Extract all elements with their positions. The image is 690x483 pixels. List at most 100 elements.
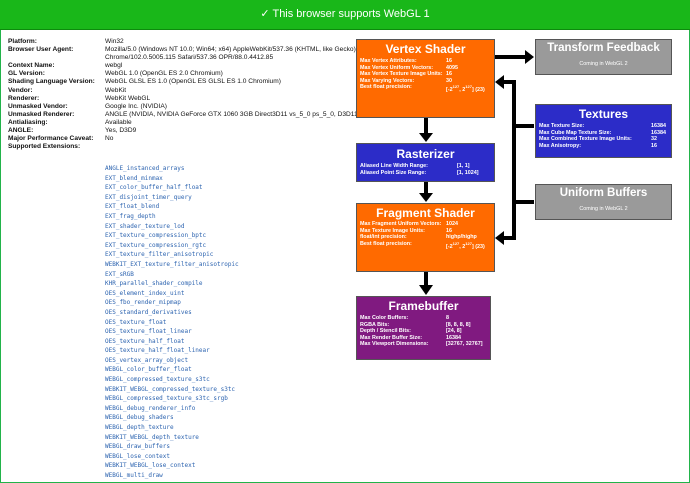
arrowhead-fragment <box>419 193 433 202</box>
extension-item: WEBGL_debug_renderer_info <box>105 404 196 412</box>
info-row: Context Name:webgl <box>8 62 360 70</box>
precision-part: , 2 <box>459 243 466 250</box>
extension-item: OES_texture_float_linear <box>105 328 192 336</box>
info-row: Unmasked Renderer:ANGLE (NVIDIA, NVIDIA … <box>8 111 360 119</box>
framebuffer-stat-row: Max Color Buffers:8 <box>360 315 487 322</box>
stat-value: [8, 8, 8, 8] <box>446 321 471 328</box>
info-row: Shading Language Version:WebGL GLSL ES 1… <box>8 78 360 86</box>
arrowhead-fragment-side <box>495 231 504 245</box>
info-label: ANGLE: <box>8 127 34 135</box>
precision-part: 127 <box>452 84 460 90</box>
framebuffer-stat-row: Depth / Stencil Bits: [24, 8] <box>360 328 487 335</box>
stat-value: [24, 8] <box>446 328 462 335</box>
info-label: GL Version: <box>8 70 45 78</box>
info-label: Vendor: <box>8 86 33 94</box>
info-row: GL Version: WebGL 1.0 (OpenGL ES 2.0 Chro… <box>8 70 360 78</box>
info-label: Context Name: <box>8 62 55 70</box>
info-value: WebGL GLSL ES 1.0 (OpenGL ES GLSL ES 1.0… <box>105 78 281 86</box>
stat-label: RGBA Bits: <box>360 321 390 328</box>
extension-item: WEBGL_compressed_texture_s3tc <box>105 376 210 384</box>
arrowhead-rasterizer <box>419 133 433 142</box>
stat-label: Max Texture Size: <box>539 123 585 129</box>
precision-part: 127 <box>452 240 460 246</box>
extension-item: EXT_texture_compression_rgtc <box>105 241 207 249</box>
framebuffer-title: Framebuffer <box>388 299 459 313</box>
stat-label: Best float precision: <box>360 84 412 91</box>
info-row: Supported Extensions: <box>8 143 360 151</box>
vertex-shader-title: Vertex Shader <box>385 42 466 56</box>
info-label: Browser User Agent: <box>8 46 74 54</box>
extension-item: WEBGL_depth_texture <box>105 424 174 432</box>
info-label: Platform: <box>8 38 37 45</box>
stat-value: 16384 <box>651 129 666 136</box>
stat-label: Max Vertex Uniform Vectors: <box>360 64 434 71</box>
banner-message: This browser supports WebGL 1 <box>272 8 430 20</box>
info-value: No <box>105 135 114 143</box>
fragment-stat-row: Best float precision:[-2127, 2127] (23) <box>360 241 491 250</box>
extension-item: OES_standard_derivatives <box>105 308 192 316</box>
framebuffer-stat-row: Max Render Buffer Size:16384 <box>360 335 487 342</box>
arrowhead-vertex <box>495 75 504 89</box>
rasterizer-stat-row: Aliased Line Width Range:[1, 1] <box>360 163 491 170</box>
stat-label: Max Render Buffer Size: <box>360 334 423 341</box>
stat-value: [1, 1024] <box>457 169 479 176</box>
framebuffer-stat-row: RGBA Bits: [8, 8, 8, 8] <box>360 322 487 329</box>
stat-label: Max Cube Map Texture Size: <box>539 129 612 136</box>
info-value: Win32 <box>105 38 124 45</box>
extension-item: OES_element_index_uint <box>105 289 185 297</box>
arrowhead-transform <box>525 50 534 64</box>
support-banner: ✓ This browser supports WebGL 1 <box>0 0 690 30</box>
stat-value: highp/highp <box>446 234 477 241</box>
uniform-buffers-title: Uniform Buffers <box>559 187 648 199</box>
extension-item: EXT_disjoint_timer_query <box>105 193 192 201</box>
info-row: Major Performance Caveat:No <box>8 135 360 143</box>
extension-item: OES_texture_float <box>105 318 167 326</box>
extension-item: WEBGL_multi_draw <box>105 472 163 479</box>
info-value: ANGLE (NVIDIA, NVIDIA GeForce GTX 1060 3… <box>105 110 360 118</box>
framebuffer-stat-row: Max Viewport Dimensions:[32767, 32767] <box>360 341 487 348</box>
info-row: Unmasked Vendor:Google Inc. (NVIDIA) <box>8 103 360 111</box>
stat-value: 8 <box>446 315 449 321</box>
transform-feedback-box: Transform Feedback Coming in WebGL 2 <box>535 39 672 75</box>
stat-value: [-2127, 2127] (23) <box>446 84 485 93</box>
textures-stat-row: Max Cube Map Texture Size: 16384 <box>539 130 668 137</box>
info-value: Google Inc. (NVIDIA) <box>105 102 167 110</box>
extension-item: WEBKIT_WEBGL_lose_context <box>105 462 196 470</box>
fragment-shader-box: Fragment Shader Max Fragment Uniform Vec… <box>356 203 495 272</box>
info-value: WebGL 1.0 (OpenGL ES 2.0 Chromium) <box>105 70 223 78</box>
precision-part: ] (23) <box>471 243 485 250</box>
stat-value: 32 <box>651 136 657 143</box>
textures-stat-row: Max Texture Size:16384 <box>539 123 668 130</box>
stat-value: 16 <box>446 227 452 234</box>
rasterizer-rows: Aliased Line Width Range:[1, 1]Aliased P… <box>360 163 491 176</box>
extension-item: WEBGL_lose_context <box>105 452 171 460</box>
info-row: Antialiasing:Available <box>8 119 360 127</box>
extension-item: EXT_texture_filter_anisotropic <box>105 251 214 259</box>
extension-item: WEBKIT_WEBGL_compressed_texture_s3tc <box>105 385 236 393</box>
extension-item: EXT_blend_minmax <box>105 174 163 182</box>
stat-value: 30 <box>446 77 452 84</box>
stat-label: Max Vertex Attributes: <box>360 58 417 64</box>
precision-part: 127 <box>465 240 472 246</box>
uniform-buffers-note: Coming in WebGL 2 <box>579 206 628 212</box>
textures-stat-row: Max Combined Texture Image Units:32 <box>539 136 668 143</box>
precision-part: 127 <box>465 84 472 90</box>
stat-label: Max Texture Image Units: <box>360 227 425 234</box>
stat-label: Max Varying Vectors: <box>360 77 415 84</box>
uniform-buffers-box: Uniform Buffers Coming in WebGL 2 <box>535 184 672 220</box>
stat-label: Best float precision: <box>360 240 412 247</box>
stat-label: Max Vertex Texture Image Units: <box>360 71 443 78</box>
stat-value: 1024 <box>446 221 458 227</box>
stat-label: Depth / Stencil Bits: <box>360 328 411 335</box>
info-row: Browser User Agent:Mozilla/5.0 (Windows … <box>8 46 360 62</box>
stat-label: Aliased Line Width Range: <box>360 163 428 169</box>
precision-part: ] (23) <box>471 87 485 94</box>
vertex-stat-row: Max Vertex Uniform Vectors:4095 <box>360 65 491 72</box>
extension-item: EXT_color_buffer_half_float <box>105 184 203 192</box>
extension-item: EXT_texture_compression_bptc <box>105 232 207 240</box>
rasterizer-box: Rasterizer Aliased Line Width Range:[1, … <box>356 143 495 182</box>
